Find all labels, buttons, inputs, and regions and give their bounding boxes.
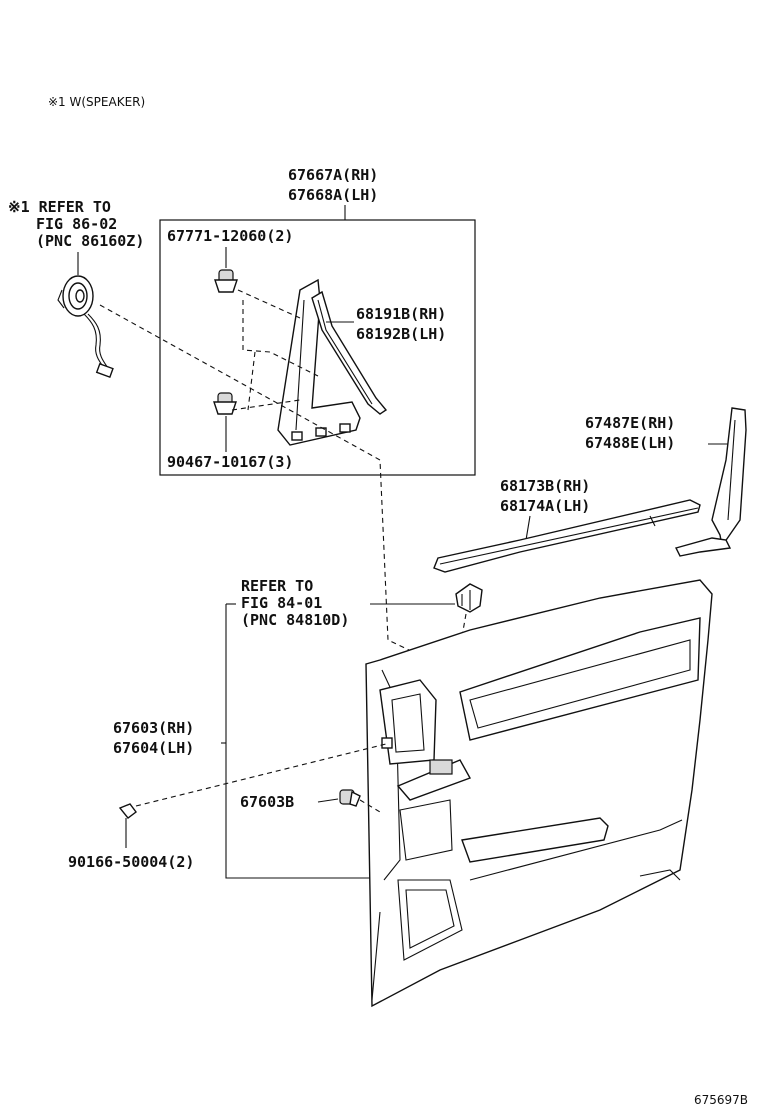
screw-90166-label: 90166-50004(2)	[68, 853, 194, 871]
belt-68173-label: 68173B(RH)	[500, 477, 590, 495]
quarter-trim-part	[277, 278, 361, 446]
clip-90467-label: 90467-10167(3)	[167, 453, 293, 471]
refer-86-label-3: (PNC 86160Z)	[36, 232, 144, 250]
diagram-code: 675697B	[694, 1093, 748, 1107]
trim-top-rh-label: 67667A(RH)	[288, 166, 378, 184]
weather-68191-label: 68191B(RH)	[356, 305, 446, 323]
belt-moulding-part	[433, 499, 701, 573]
speaker-part	[57, 275, 114, 378]
strip-67487-label: 67487E(RH)	[585, 414, 675, 432]
switch-84810-part	[455, 583, 483, 613]
refer-86-label-2: FIG 86-02	[36, 215, 117, 233]
clip-67603b-label: 67603B	[240, 793, 294, 811]
belt-68174-label: 68174A(LH)	[500, 497, 590, 515]
panel-67604-label: 67604(LH)	[113, 739, 194, 757]
trim-top-group-box	[159, 219, 476, 476]
screw-dash	[135, 743, 387, 807]
header-note: ※1 W(SPEAKER)	[48, 95, 145, 109]
trim-top-lh-label: 67668A(LH)	[288, 186, 378, 204]
strip-67487-part	[674, 407, 747, 557]
weather-68192-label: 68192B(LH)	[356, 325, 446, 343]
clip-67603b-leader	[317, 798, 339, 803]
refer-86-label-1: ※1 REFER TO	[8, 198, 111, 216]
clip-67603b-dash	[359, 799, 381, 813]
clip-90467-part	[213, 392, 237, 415]
trim-clip-dash	[231, 289, 319, 411]
clip-67603b-part	[339, 789, 361, 807]
panel-67603-label: 67603(RH)	[113, 719, 194, 737]
refer-84-label-2: FIG 84-01	[241, 594, 322, 612]
panel-bracket	[225, 604, 370, 879]
belt-leader	[525, 515, 531, 541]
clip-67771-part	[214, 269, 238, 293]
strip-67488-label: 67488E(LH)	[585, 434, 675, 452]
clip-67771-label: 67771-12060(2)	[167, 227, 293, 245]
refer-84-label-1: REFER TO	[241, 577, 313, 595]
door-trim-panel-part	[365, 579, 713, 1008]
refer-84-label-3: (PNC 84810D)	[241, 611, 349, 629]
screw-90166-part	[118, 803, 137, 848]
